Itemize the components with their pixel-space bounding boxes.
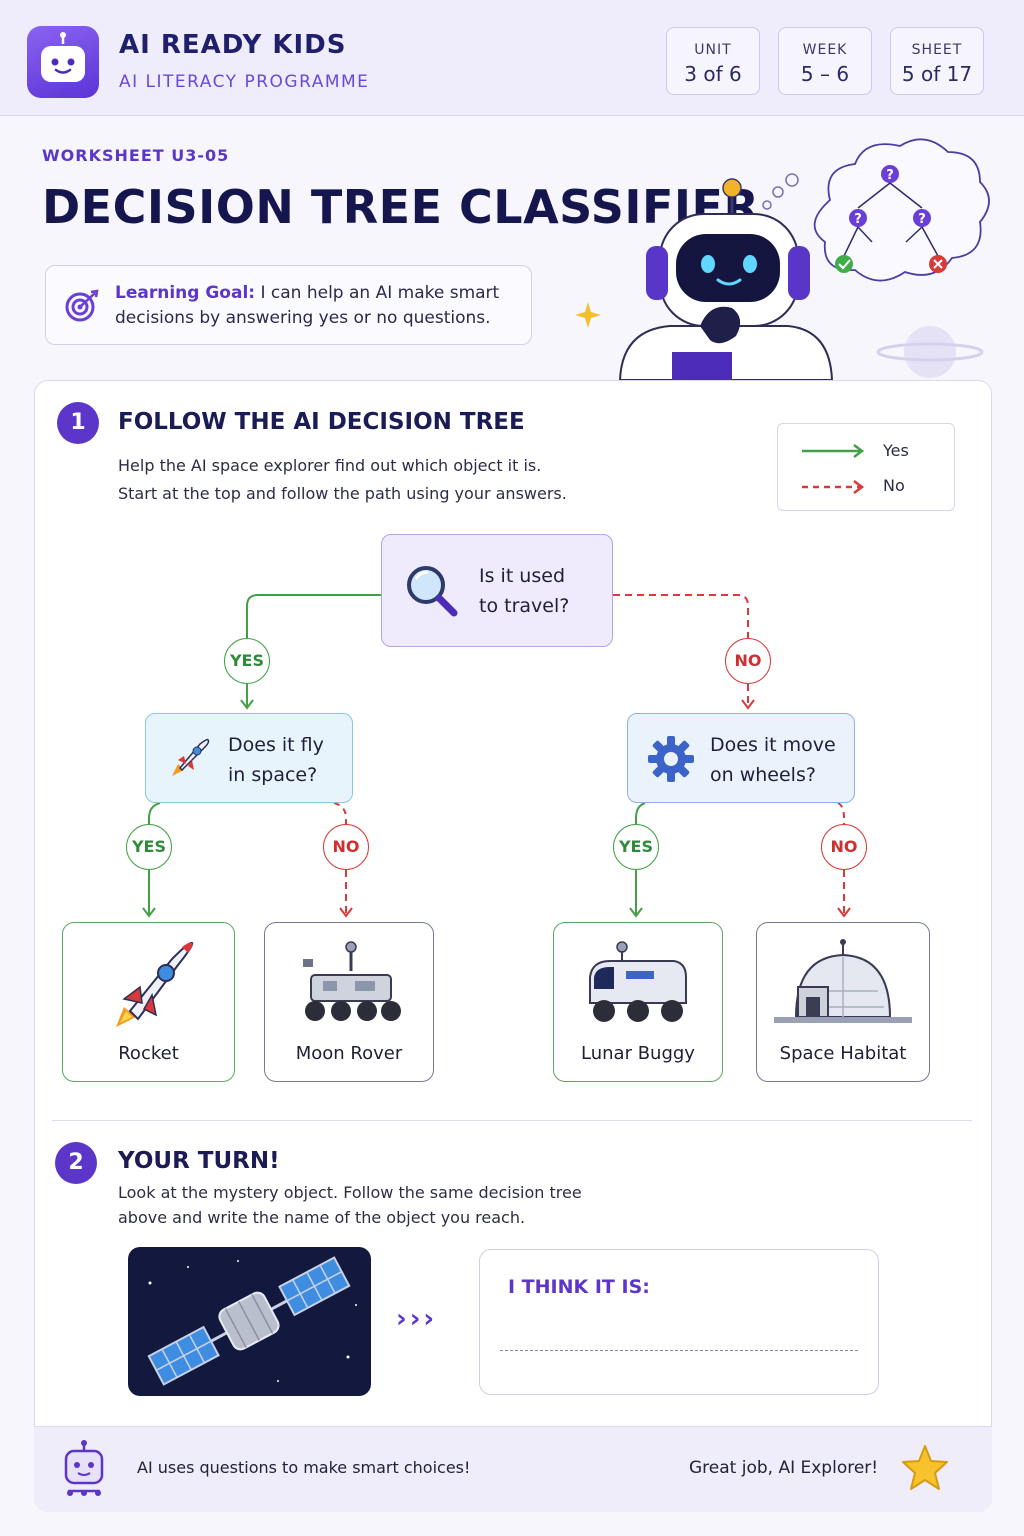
section-2-title: YOUR TURN! xyxy=(118,1148,280,1174)
arrow-chevrons-icon: ››› xyxy=(396,1304,438,1334)
wheels-question-node: Does it move on wheels? xyxy=(627,713,855,803)
leaf-moon-rover: Moon Rover xyxy=(264,922,434,1082)
section-divider xyxy=(52,1120,972,1121)
root-no-badge: NO xyxy=(725,638,771,684)
week-label: WEEK xyxy=(802,42,848,58)
svg-text:?: ? xyxy=(886,168,894,183)
rocket-icon xyxy=(172,738,210,776)
section-2-description: Look at the mystery object. Follow the s… xyxy=(118,1180,582,1230)
leaf-moon-rover-label: Moon Rover xyxy=(295,1043,403,1064)
brand-title: AI READY KIDS xyxy=(119,30,347,60)
unit-label: UNIT xyxy=(694,42,732,58)
legend-arrows xyxy=(802,444,865,494)
svg-text:?: ? xyxy=(854,212,862,227)
answer-label: I THINK IT IS: xyxy=(508,1276,650,1298)
header: AI READY KIDS AI LITERACY PROGRAMME UNIT… xyxy=(0,0,1024,116)
page-title: DECISION TREE CLASSIFIER xyxy=(42,180,760,234)
root-question-line1: Is it used xyxy=(479,565,566,587)
section-2-desc-line2: above and write the name of the object y… xyxy=(118,1208,526,1227)
sheet-label: SHEET xyxy=(911,42,963,58)
section-1-title: FOLLOW THE AI DECISION TREE xyxy=(118,409,525,435)
robot-mascot-illustration: ? ? ? xyxy=(575,138,990,380)
footer-praise: Great job, AI Explorer! xyxy=(689,1458,879,1478)
lunar-buggy-icon xyxy=(589,941,687,1022)
space-habitat-icon xyxy=(774,939,912,1023)
root-yes-badge: YES xyxy=(224,638,270,684)
sheet-box: SHEET 5 of 17 xyxy=(890,27,984,95)
svg-text:?: ? xyxy=(918,212,926,227)
leaf-space-habitat-label: Space Habitat xyxy=(779,1043,907,1064)
section-1-desc-line2: Start at the top and follow the path usi… xyxy=(118,484,567,503)
wheels-question-line2: on wheels? xyxy=(710,764,816,786)
robot-logo-icon xyxy=(27,26,99,98)
rocket-illustration-icon xyxy=(115,941,193,1027)
section-2-number: 2 xyxy=(55,1142,97,1184)
gear-icon xyxy=(648,736,694,782)
footer: AI uses questions to make smart choices!… xyxy=(34,1426,992,1512)
worksheet-code: WORKSHEET U3-05 xyxy=(42,146,230,165)
moon-rover-icon xyxy=(303,941,401,1021)
star-icon xyxy=(902,1445,948,1490)
sheet-value: 5 of 17 xyxy=(901,62,973,86)
leaf-lunar-buggy: Lunar Buggy xyxy=(553,922,723,1082)
footer-message: AI uses questions to make smart choices! xyxy=(137,1458,471,1477)
legend-yes-label: Yes xyxy=(883,441,909,460)
fly-question-line1: Does it fly xyxy=(228,734,324,756)
week-box: WEEK 5 – 6 xyxy=(778,27,872,95)
unit-value: 3 of 6 xyxy=(684,62,742,86)
fly-question-line2: in space? xyxy=(228,764,318,786)
root-question-text: Is it used to travel? xyxy=(479,561,569,621)
fly-no-badge: NO xyxy=(323,824,369,870)
robot-footer-icon xyxy=(64,1440,104,1496)
root-question-node: Is it used to travel? xyxy=(381,534,613,647)
root-question-line2: to travel? xyxy=(479,595,570,617)
section-2-desc-line1: Look at the mystery object. Follow the s… xyxy=(118,1183,582,1202)
wheels-no-badge: NO xyxy=(821,824,867,870)
wheels-question-line1: Does it move xyxy=(710,734,836,756)
target-icon xyxy=(65,289,99,322)
learning-goal-line2: decisions by answering yes or no questio… xyxy=(115,308,491,328)
week-value: 5 – 6 xyxy=(800,62,850,86)
leaf-rocket-label: Rocket xyxy=(118,1043,179,1064)
fly-question-node: Does it fly in space? xyxy=(145,713,353,803)
brand-subtitle: AI LITERACY PROGRAMME xyxy=(119,72,370,92)
leaf-space-habitat: Space Habitat xyxy=(756,922,930,1082)
section-1-desc-line1: Help the AI space explorer find out whic… xyxy=(118,456,542,475)
answer-box[interactable]: I THINK IT IS: xyxy=(479,1249,879,1395)
wheels-question-text: Does it move on wheels? xyxy=(710,730,836,790)
fly-question-text: Does it fly in space? xyxy=(228,730,324,790)
leaf-lunar-buggy-label: Lunar Buggy xyxy=(581,1043,695,1064)
answer-write-line[interactable] xyxy=(500,1350,858,1351)
leaf-rocket: Rocket xyxy=(62,922,235,1082)
satellite-icon xyxy=(147,1256,357,1386)
learning-goal-label: Learning Goal: xyxy=(115,283,256,303)
learning-goal-box: Learning Goal: I can help an AI make sma… xyxy=(45,265,532,345)
fly-yes-badge: YES xyxy=(126,824,172,870)
learning-goal-text: Learning Goal: I can help an AI make sma… xyxy=(115,281,515,331)
unit-box: UNIT 3 of 6 xyxy=(666,27,760,95)
wheels-yes-badge: YES xyxy=(613,824,659,870)
section-1-number: 1 xyxy=(57,402,99,444)
legend: Yes No xyxy=(777,423,955,511)
magnifier-icon xyxy=(407,566,458,617)
section-1-description: Help the AI space explorer find out whic… xyxy=(118,452,567,508)
learning-goal-line1: I can help an AI make smart xyxy=(255,283,500,303)
mystery-object-image xyxy=(128,1247,371,1396)
legend-no-label: No xyxy=(883,476,905,495)
